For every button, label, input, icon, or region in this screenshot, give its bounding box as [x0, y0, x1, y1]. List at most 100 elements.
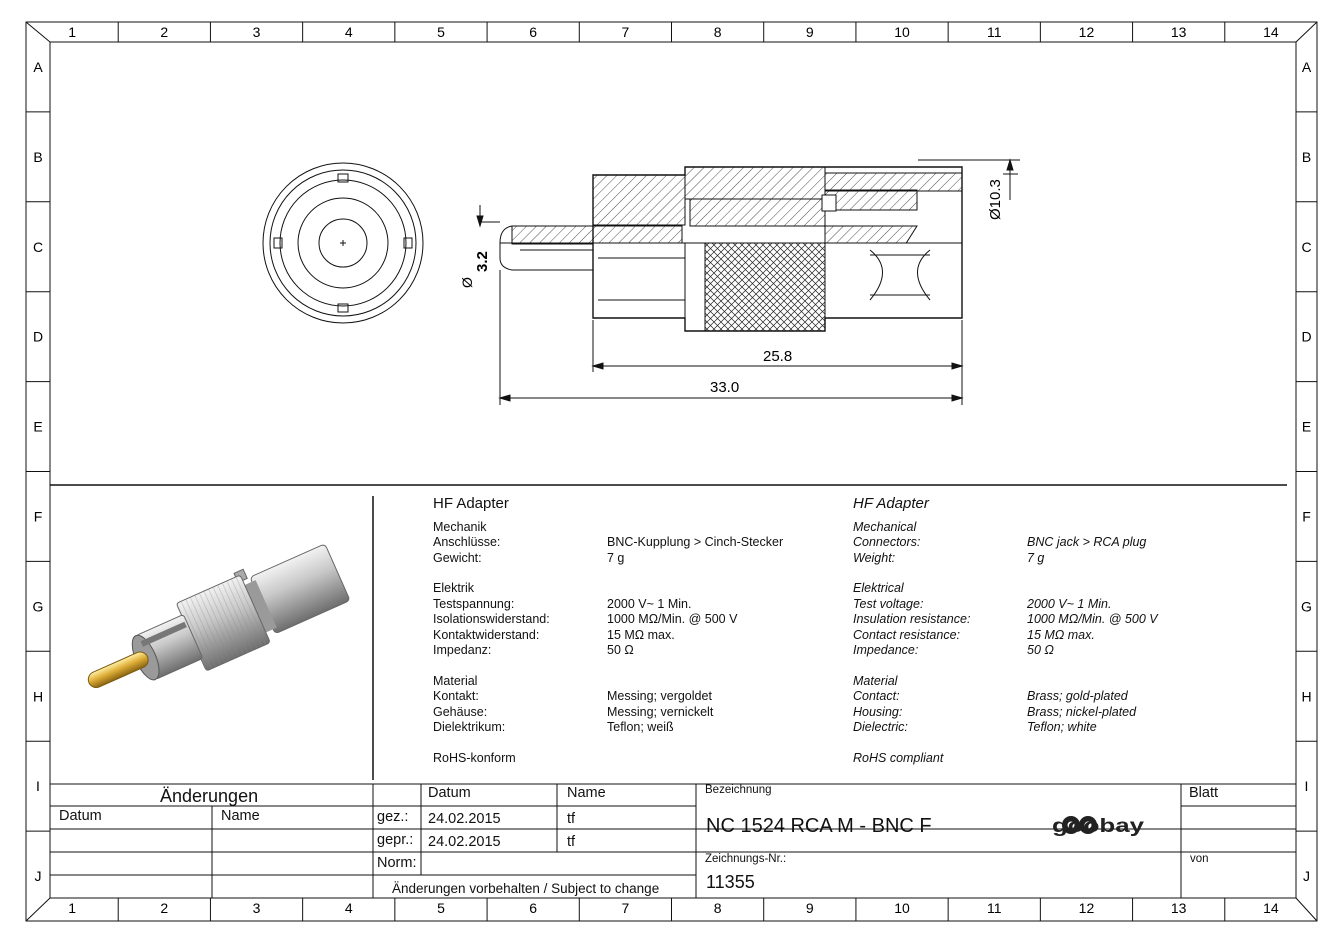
spec-row: Kontakt:Messing; vergoldet	[433, 689, 783, 705]
spec-value: 7 g	[607, 550, 625, 565]
frame-column-label: 2	[160, 900, 168, 916]
spec-value: Teflon; weiß	[607, 720, 674, 734]
spec-de-rohs: RoHS-konform	[433, 750, 516, 765]
frame-row-label: C	[1301, 239, 1311, 255]
spec-en-mat-heading: Material	[853, 673, 898, 688]
spec-label: Dielectric:	[853, 720, 908, 734]
designation: NC 1524 RCA M - BNC F	[706, 815, 932, 837]
frame-row-label: G	[1301, 598, 1312, 614]
spec-value: 2000 V~ 1 Min.	[1027, 596, 1112, 611]
frame-row-label: E	[1302, 419, 1311, 435]
spec-value: BNC-Kupplung > Cinch-Stecker	[607, 535, 784, 549]
spec-de-mech-heading: Mechanik	[433, 519, 487, 534]
spec-row: Weight: 7 g	[853, 551, 1158, 567]
frame-column-label: 12	[1079, 900, 1095, 916]
frame-column-label: 8	[714, 24, 722, 40]
spec-label: Test voltage:	[853, 596, 924, 611]
dim-pin-diameter: 3.2	[474, 251, 491, 272]
spec-value: 7 g	[1027, 550, 1045, 565]
norm-label: Norm:	[377, 855, 417, 871]
datum-header: Datum	[428, 785, 471, 801]
spec-value: Messing; vergoldet	[607, 689, 712, 703]
frame-column-label: 7	[621, 24, 629, 40]
gepr-date: 24.02.2015	[428, 834, 501, 850]
spec-de-elec-heading: Elektrik	[433, 581, 474, 595]
spec-value: 15 MΩ max.	[1027, 627, 1095, 642]
spec-label: Weight:	[853, 550, 896, 565]
frame-column-label: 13	[1171, 24, 1187, 40]
spec-label: Impedanz:	[433, 643, 492, 657]
frame-column-label: 10	[894, 900, 910, 916]
dim-pin-symbol: Ø	[459, 277, 475, 288]
spec-de-mat-heading: Material	[433, 673, 478, 688]
frame-column-label: 6	[529, 24, 537, 40]
changes-name-header: Name	[221, 808, 260, 824]
goobay-logo: goobay	[1052, 816, 1145, 837]
spec-label: Contact:	[853, 689, 900, 703]
spec-en-elec-heading: Elektrical	[853, 581, 904, 595]
spec-value: 1000 MΩ/Min. @ 500 V	[607, 612, 738, 626]
spec-value: Teflon; white	[1027, 720, 1097, 734]
spec-row: Test voltage: 2000 V~ 1 Min.	[853, 597, 1158, 613]
frame-row-label: F	[1302, 508, 1311, 524]
frame-column-label: 4	[345, 24, 353, 40]
front-view	[262, 162, 424, 324]
spec-row: Insulation resistance:1000 MΩ/Min. @ 500…	[853, 612, 1158, 628]
frame-row-label: A	[33, 59, 43, 75]
dim-outer-diameter: Ø10.3	[987, 179, 1004, 220]
frame-row-label: C	[33, 239, 43, 255]
spec-german: HF Adapter Mechanik Anschlüsse:BNC-Kuppl…	[433, 496, 783, 766]
product-photo	[87, 544, 350, 689]
gepr-label: gepr.:	[377, 832, 414, 848]
frame-column-label: 14	[1263, 900, 1279, 916]
spec-row: Testspannung:2000 V~ 1 Min.	[433, 597, 783, 613]
frame-row-label: B	[1302, 149, 1311, 165]
spec-row: Gewicht:7 g	[433, 551, 783, 567]
frame-column-label: 5	[437, 24, 445, 40]
frame-row-label: H	[1301, 688, 1311, 704]
frame-column-label: 1	[68, 900, 76, 916]
spec-row: Impedanz:50 Ω	[433, 643, 783, 659]
frame-column-label: 7	[621, 900, 629, 916]
frame-row-label: I	[1305, 778, 1309, 794]
spec-label: Connectors:	[853, 535, 921, 549]
frame-row-label: F	[34, 508, 43, 524]
frame-column-label: 5	[437, 900, 445, 916]
spec-label: Housing:	[853, 704, 903, 719]
spec-row: Housing:Brass; nickel-plated	[853, 705, 1158, 721]
frame-column-label: 9	[806, 24, 814, 40]
frame-column-label: 3	[253, 24, 261, 40]
spec-value: 50 Ω	[1027, 643, 1054, 657]
frame-column-label: 2	[160, 24, 168, 40]
frame-column-label: 8	[714, 900, 722, 916]
frame-row-label: E	[33, 419, 42, 435]
frame-column-label: 13	[1171, 900, 1187, 916]
spec-en-title: HF Adapter	[853, 495, 929, 512]
spec-value: BNC jack > RCA plug	[1027, 535, 1147, 549]
spec-label: Insulation resistance:	[853, 612, 971, 626]
spec-row: Gehäuse:Messing; vernickelt	[433, 705, 783, 721]
spec-label: Contact resistance:	[853, 627, 960, 642]
spec-value: Messing; vernickelt	[607, 704, 714, 719]
changes-datum-header: Datum	[59, 808, 102, 824]
frame-column-label: 11	[987, 900, 1002, 916]
spec-value: 2000 V~ 1 Min.	[607, 596, 692, 611]
frame-column-label: 3	[253, 900, 261, 916]
goobay-logo-text: goobay	[1052, 816, 1145, 837]
spec-label: Impedance:	[853, 643, 919, 657]
spec-label: Dielektrikum:	[433, 720, 506, 734]
gez-label: gez.:	[377, 809, 409, 825]
spec-row: Dielektrikum: Teflon; weiß	[433, 720, 783, 736]
frame-column-label: 14	[1263, 24, 1279, 40]
dim-body-length: 25.8	[763, 348, 792, 365]
frame-row-label: H	[33, 688, 43, 704]
spec-row: Kontaktwiderstand:15 MΩ max.	[433, 628, 783, 644]
spec-label: Kontaktwiderstand:	[433, 627, 540, 642]
